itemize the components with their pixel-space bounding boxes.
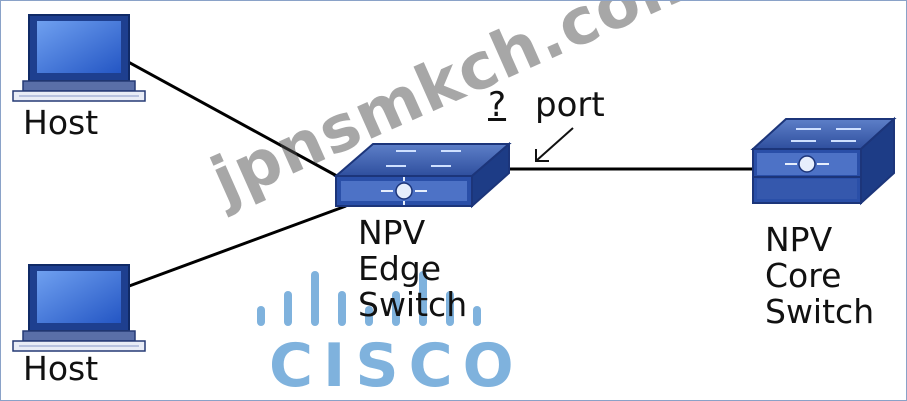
host-top-label: Host	[23, 103, 99, 142]
cisco-logo	[257, 271, 481, 326]
cisco-logo-text: CISCO	[269, 331, 524, 401]
desktop-computer-icon	[12, 264, 146, 352]
core-switch-icon	[750, 116, 897, 206]
port-label: port	[535, 85, 605, 125]
core-switch-label-line: Core	[765, 256, 842, 295]
question-mark: ?	[488, 85, 507, 125]
host-bottom-label: Host	[23, 349, 99, 388]
core-switch-label-line: Switch	[765, 292, 875, 331]
link-host-bottom-to-edge	[120, 204, 347, 291]
link-host-top-to-edge	[120, 56, 347, 183]
core-switch-label: NPV Core Switch	[765, 222, 874, 330]
edge-switch-label-line: Switch	[358, 285, 468, 324]
edge-switch-label-line: NPV	[358, 213, 426, 252]
port-arrow-icon	[535, 127, 574, 162]
desktop-computer-icon	[12, 14, 146, 102]
edge-switch-label-line: Edge	[358, 249, 442, 288]
core-switch-label-line: NPV	[765, 220, 833, 259]
network-switch-icon	[333, 141, 512, 209]
edge-switch-label: NPV Edge Switch	[358, 215, 467, 323]
